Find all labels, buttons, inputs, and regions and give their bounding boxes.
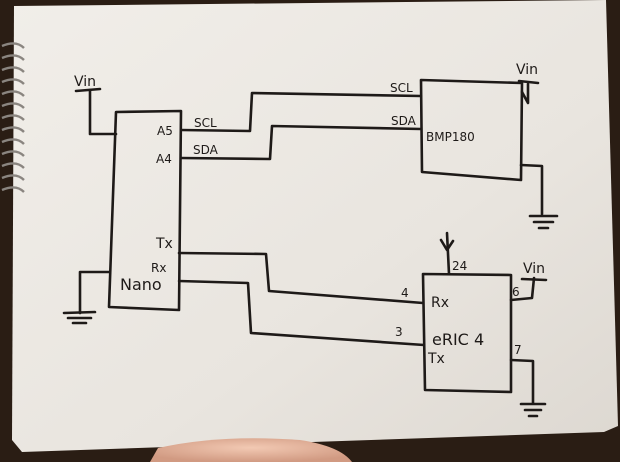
eric-block: eRIC 4 Rx Tx bbox=[421, 272, 513, 394]
scl-label-bmp: SCL bbox=[390, 81, 413, 95]
eric-pin-tx: Tx bbox=[427, 351, 445, 367]
bmp180-outline bbox=[419, 78, 524, 182]
bmp180-vin-label: Vin bbox=[516, 62, 538, 78]
tx-to-rx-wire: 4 bbox=[177, 251, 425, 305]
nano-block: Nano A5 A4 Tx Rx bbox=[107, 109, 183, 312]
eric-pin4-label: 4 bbox=[401, 286, 409, 300]
nano-pin-tx: Tx bbox=[155, 236, 173, 252]
rx-to-tx-wire: 3 bbox=[177, 279, 426, 347]
eric-antenna-arrow: 24 bbox=[439, 231, 467, 276]
eric-label: eRIC 4 bbox=[432, 330, 484, 349]
nano-pin-rx: Rx bbox=[151, 261, 166, 275]
eric-pin6-label: 6 bbox=[512, 285, 520, 299]
nano-vin-label: Vin bbox=[74, 74, 96, 90]
sda-label-nano: SDA bbox=[193, 143, 219, 157]
bmp180-ground-symbol bbox=[519, 163, 559, 230]
bmp180-block: BMP180 bbox=[419, 78, 524, 182]
bmp180-vin-supply: Vin bbox=[516, 62, 540, 105]
nano-pin-a5: A5 bbox=[157, 124, 173, 138]
nano-pin-a4: A4 bbox=[156, 152, 172, 166]
paper-sheet bbox=[12, 0, 618, 452]
nano-ground-symbol bbox=[62, 270, 111, 325]
nano-vin-supply: Vin bbox=[74, 74, 118, 136]
sda-label-bmp: SDA bbox=[391, 114, 417, 128]
nano-outline bbox=[107, 109, 183, 312]
finger bbox=[150, 438, 352, 462]
eric-pin3-label: 3 bbox=[395, 325, 403, 339]
bmp180-label: BMP180 bbox=[426, 130, 475, 144]
eric-outline bbox=[421, 272, 513, 394]
eric-pin7-label: 7 bbox=[514, 343, 522, 357]
sda-wire: SDA SDA bbox=[179, 114, 423, 161]
nano-label: Nano bbox=[120, 275, 162, 294]
eric-vin-label: Vin bbox=[523, 261, 545, 277]
eric-ground-symbol: 7 bbox=[509, 343, 547, 418]
eric-vin-supply: Vin 6 bbox=[509, 261, 548, 302]
scl-label-nano: SCL bbox=[194, 116, 217, 130]
scl-wire: SCL SCL bbox=[179, 81, 423, 133]
eric-pin-rx: Rx bbox=[431, 295, 449, 311]
eric-pin24-label: 24 bbox=[452, 259, 467, 273]
spiral-binding bbox=[1, 42, 25, 193]
